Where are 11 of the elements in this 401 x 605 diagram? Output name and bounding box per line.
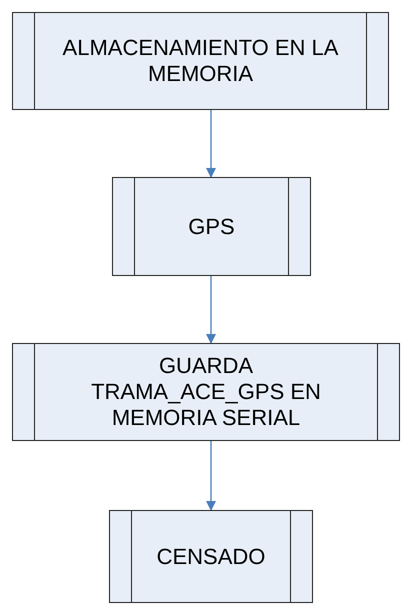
node-label: GPS <box>188 214 235 240</box>
node-label: GUARDA TRAMA_ACE_GPS EN MEMORIA SERIAL <box>90 353 322 431</box>
predefined-process-box <box>109 510 313 603</box>
predefined-process-box <box>12 12 389 110</box>
node-label: CENSADO <box>156 544 266 570</box>
arrow <box>206 441 216 511</box>
arrow <box>206 276 216 344</box>
arrow <box>206 110 216 178</box>
node-label: ALMACENAMIENTO EN LA MEMORIA <box>62 35 340 87</box>
predefined-process-box <box>112 177 311 276</box>
predefined-process-box <box>12 343 400 441</box>
